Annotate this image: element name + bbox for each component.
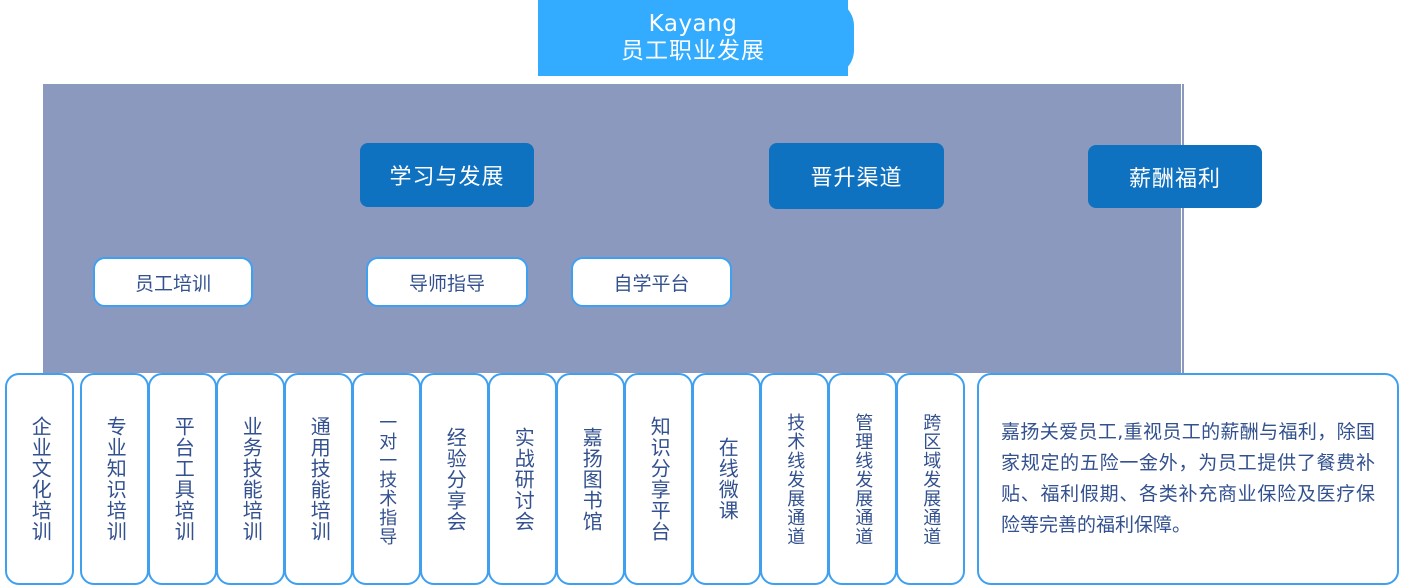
benefits-paragraph: 嘉扬关爱员工,重视员工的薪酬与福利，除国家规定的五险一金外，为员工提供了餐费补贴…: [1001, 421, 1375, 536]
item-one-on-one-technical-guidance[interactable]: 一对一技术指导: [352, 373, 421, 585]
category-compensation-benefits[interactable]: 薪酬福利: [1088, 145, 1262, 208]
item-platform-tool-training[interactable]: 平台工具培训: [148, 373, 217, 585]
item-management-career-path[interactable]: 管理线发展通道: [828, 373, 897, 585]
item-label: 通用技能培训: [307, 416, 332, 542]
item-kayang-library[interactable]: 嘉扬图书馆: [556, 373, 625, 585]
category-label: 薪酬福利: [1128, 166, 1221, 192]
item-label: 跨区域发展通道: [920, 412, 942, 546]
item-professional-knowledge-training[interactable]: 专业知识培训: [80, 373, 149, 585]
item-label: 在线微课: [715, 437, 740, 521]
item-label: 技术线发展通道: [784, 412, 806, 546]
item-label: 平台工具培训: [171, 416, 196, 542]
item-label: 嘉扬图书馆: [579, 426, 604, 532]
item-experience-sharing-session[interactable]: 经验分享会: [420, 373, 489, 585]
item-practical-workshop[interactable]: 实战研讨会: [488, 373, 557, 585]
subcategory-label: 员工培训: [134, 272, 211, 295]
category-promotion-channel[interactable]: 晋升渠道: [769, 143, 944, 209]
subcategory-mentorship[interactable]: 导师指导: [366, 257, 528, 307]
item-cross-region-career-path[interactable]: 跨区域发展通道: [896, 373, 965, 585]
item-online-micro-course[interactable]: 在线微课: [692, 373, 761, 585]
category-learning-development[interactable]: 学习与发展: [360, 143, 534, 207]
item-label: 实战研讨会: [511, 426, 536, 532]
subcategory-self-study-platform[interactable]: 自学平台: [571, 257, 732, 307]
page-title: 员工职业发展: [621, 38, 765, 64]
item-general-skill-training[interactable]: 通用技能培训: [284, 373, 353, 585]
subcategory-employee-training[interactable]: 员工培训: [93, 257, 253, 307]
item-label: 知识分享平台: [647, 416, 672, 542]
background-panel: [43, 84, 1181, 373]
item-label: 企业文化培训: [28, 416, 53, 542]
item-label: 经验分享会: [443, 426, 468, 532]
item-corporate-culture-training[interactable]: 企业文化培训: [5, 373, 74, 585]
subcategory-label: 导师指导: [408, 272, 485, 295]
item-label: 管理线发展通道: [852, 412, 874, 546]
item-business-skill-training[interactable]: 业务技能培训: [216, 373, 285, 585]
panel-divider: [1182, 84, 1184, 373]
item-label: 业务技能培训: [239, 416, 264, 542]
category-label: 学习与发展: [389, 165, 505, 190]
item-knowledge-sharing-platform[interactable]: 知识分享平台: [624, 373, 693, 585]
item-label: 一对一技术指导: [376, 412, 398, 546]
item-label: 专业知识培训: [103, 416, 128, 542]
brand-name: Kayang: [648, 10, 738, 37]
category-label: 晋升渠道: [810, 166, 903, 191]
subcategory-label: 自学平台: [613, 272, 690, 295]
title-banner: Kayang 员工职业发展: [538, 0, 848, 76]
benefits-description-card: 嘉扬关爱员工,重视员工的薪酬与福利，除国家规定的五险一金外，为员工提供了餐费补贴…: [977, 373, 1399, 585]
item-technical-career-path[interactable]: 技术线发展通道: [760, 373, 829, 585]
